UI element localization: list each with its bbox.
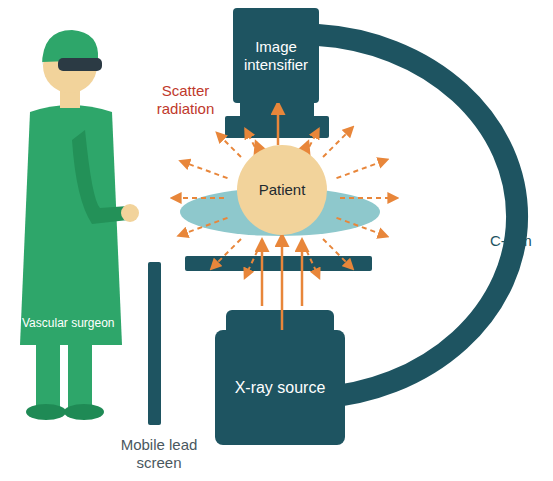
scatter-arrow	[211, 239, 241, 269]
detector-box: Image intensifier	[233, 8, 319, 103]
scatter-arrow	[181, 161, 228, 178]
scatter-arrow	[217, 133, 241, 157]
surgeon-figure	[20, 30, 139, 420]
node-text: X-ray source	[235, 378, 326, 397]
scatter-arrow	[245, 129, 254, 147]
scatter-arrow	[323, 127, 353, 157]
scatter-label: Scatter radiation	[138, 82, 233, 118]
node-text: Image intensifier	[239, 38, 313, 74]
scatter-arrow	[337, 218, 388, 236]
screen-label: Mobile lead screen	[104, 436, 214, 472]
scatter-arrow	[323, 239, 353, 269]
table	[185, 256, 372, 271]
scatter-arrow	[307, 251, 320, 278]
scatter-arrow	[309, 129, 318, 147]
scatter-arrow	[245, 251, 258, 278]
scatter-arrow	[179, 218, 228, 236]
lead-screen	[148, 262, 161, 425]
beam-arrow	[281, 235, 284, 330]
beam-arrow	[277, 103, 280, 145]
surgeon-label: Vascular surgeon	[22, 316, 127, 330]
patient-circle: Patient	[237, 145, 327, 235]
scatter-arrow	[340, 197, 397, 199]
c-arm-label: C-arm	[490, 232, 550, 250]
node-text: Patient	[259, 181, 306, 199]
scatter-arrow	[172, 197, 224, 199]
scatter-arrows	[172, 127, 397, 277]
scatter-arrow	[337, 160, 388, 178]
source-box: X-ray source	[215, 330, 345, 445]
